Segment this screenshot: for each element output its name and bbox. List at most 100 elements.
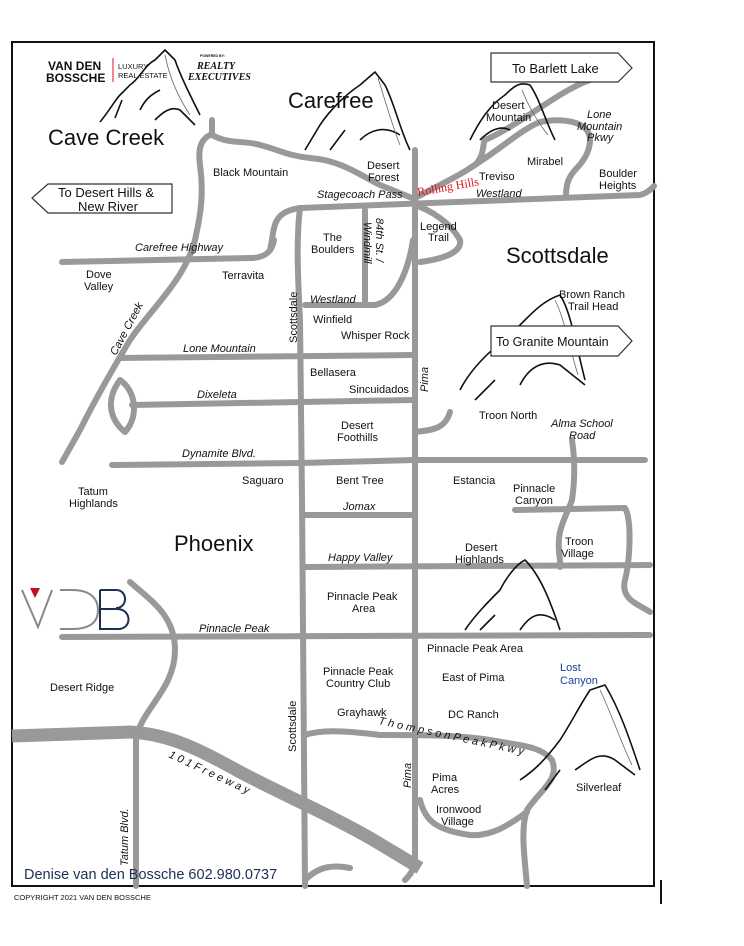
road-alma-school [555,437,578,570]
area-label: Grayhawk [337,707,387,719]
area-label: Treviso [479,171,515,183]
road-carefree-hwy [59,237,277,265]
area-label: Tatum [78,486,108,498]
road-label: 84th St. / [373,218,385,263]
area-label: DC Ranch [448,709,499,721]
brand-name: BOSSCHE [46,71,105,85]
area-label: Pinnacle Peak [323,666,394,678]
road-dixeleta [129,397,416,408]
sign-barlett-lake: To Barlett Lake [490,52,633,83]
copyright: COPYRIGHT 2021 VAN DEN BOSSCHE [14,893,151,902]
road-legend-trail [412,202,464,265]
area-label: Ironwood [436,804,481,816]
road-label: Alma School [550,418,613,430]
area-label: Valley [84,281,114,293]
area-label: Highlands [455,554,504,566]
area-label: Desert [492,100,524,112]
powered-by: POWERED BY: [200,54,225,58]
road-label: Stagecoach Pass [317,189,403,201]
sign-label: To Desert Hills & [58,185,154,200]
brand-tagline: LUXURY [118,62,148,71]
area-label-lost-canyon: Canyon [560,675,598,687]
road-label: Road [569,430,596,442]
road-rolling-hills [412,77,593,201]
mountain-illustrations [99,49,641,791]
area-label: Estancia [453,475,496,487]
area-label: Desert [465,542,497,554]
area-label: Legend [420,221,457,233]
area-label: Dove [86,269,112,281]
area-label: Trail [428,232,449,244]
mountain-silverleaf [519,684,641,791]
sign-label: To Granite Mountain [496,335,609,349]
area-label: Mountain [486,112,531,124]
area-label: The [323,232,342,244]
mountain-desert-mountain [469,83,556,141]
sign-label: To Barlett Lake [512,61,599,76]
road-westland-short [302,237,416,308]
road-label: Scottsdale [287,701,299,752]
road-label: Jomax [342,501,376,513]
road-label: Carefree Highway [135,242,225,254]
road-label: Scottsdale [288,292,300,343]
city-carefree: Carefree [288,88,374,113]
area-label: Pinnacle [513,483,555,495]
road-cave-creek-loop [107,377,138,435]
road-troon-village [512,505,653,615]
roads [11,77,657,889]
area-label: Black Mountain [213,167,288,179]
area-label: Pima [432,772,458,784]
area-label: Boulder [599,168,637,180]
area-label: Brown Ranch [559,289,625,301]
road-mirabel-loop [467,117,593,199]
area-label: Country Club [326,678,390,690]
area-label: Sincuidados [349,384,409,396]
area-label: Winfield [313,314,352,326]
area-label: Troon [565,536,593,548]
area-label: Desert Ridge [50,682,114,694]
area-label: Foothills [337,432,378,444]
area-label: Heights [599,180,637,192]
area-label: Bent Tree [336,475,384,487]
realty-logo: EXECUTIVES [187,72,251,83]
area-label: Pinnacle Peak [327,591,398,603]
road-happy-valley [302,562,653,570]
road-tatum [127,579,178,889]
area-label-lost-canyon: Lost [560,662,581,674]
freeway-101 [11,725,424,874]
road-troon [412,409,453,435]
mountain-carefree [304,71,411,151]
road-label: Pima [419,367,431,392]
area-label: Village [441,816,474,828]
area-label: Trail Head [568,301,618,313]
area-label: Canyon [515,495,553,507]
sign-label: New River [78,199,139,214]
road-cave-creek [59,132,213,465]
road-lone-mountain [117,352,416,361]
brand-tagline: REAL ESTATE [118,71,167,80]
road-label: Dixeleta [197,389,237,401]
area-label: East of Pima [442,672,505,684]
road-grayhawk-south [302,863,353,883]
road-dynamite [109,457,648,468]
sign-desert-hills: To Desert Hills & New River [31,183,173,214]
area-label: Troon North [479,410,537,422]
vdb-logo [21,588,130,630]
area-label: Silverleaf [576,782,622,794]
area-label: Desert [367,160,399,172]
road-scottsdale [294,205,308,889]
road-ironwood [417,797,530,839]
mountain-cave-creek [99,49,201,126]
area-label: Area [352,603,376,615]
area-label: Terravita [222,270,265,282]
mountain-pinnacle [464,559,561,631]
area-label: Desert [341,420,373,432]
road-label: Westland [476,188,523,200]
road-label: Happy Valley [328,552,394,564]
brand-logo: VAN DEN BOSSCHE LUXURY REAL ESTATE POWER… [46,54,251,85]
road-label: Pima [402,763,414,788]
area-label: Forest [368,172,399,184]
city-cave-creek: Cave Creek [48,125,165,150]
area-labels: Black Mountain Desert Forest Desert Moun… [50,100,637,828]
